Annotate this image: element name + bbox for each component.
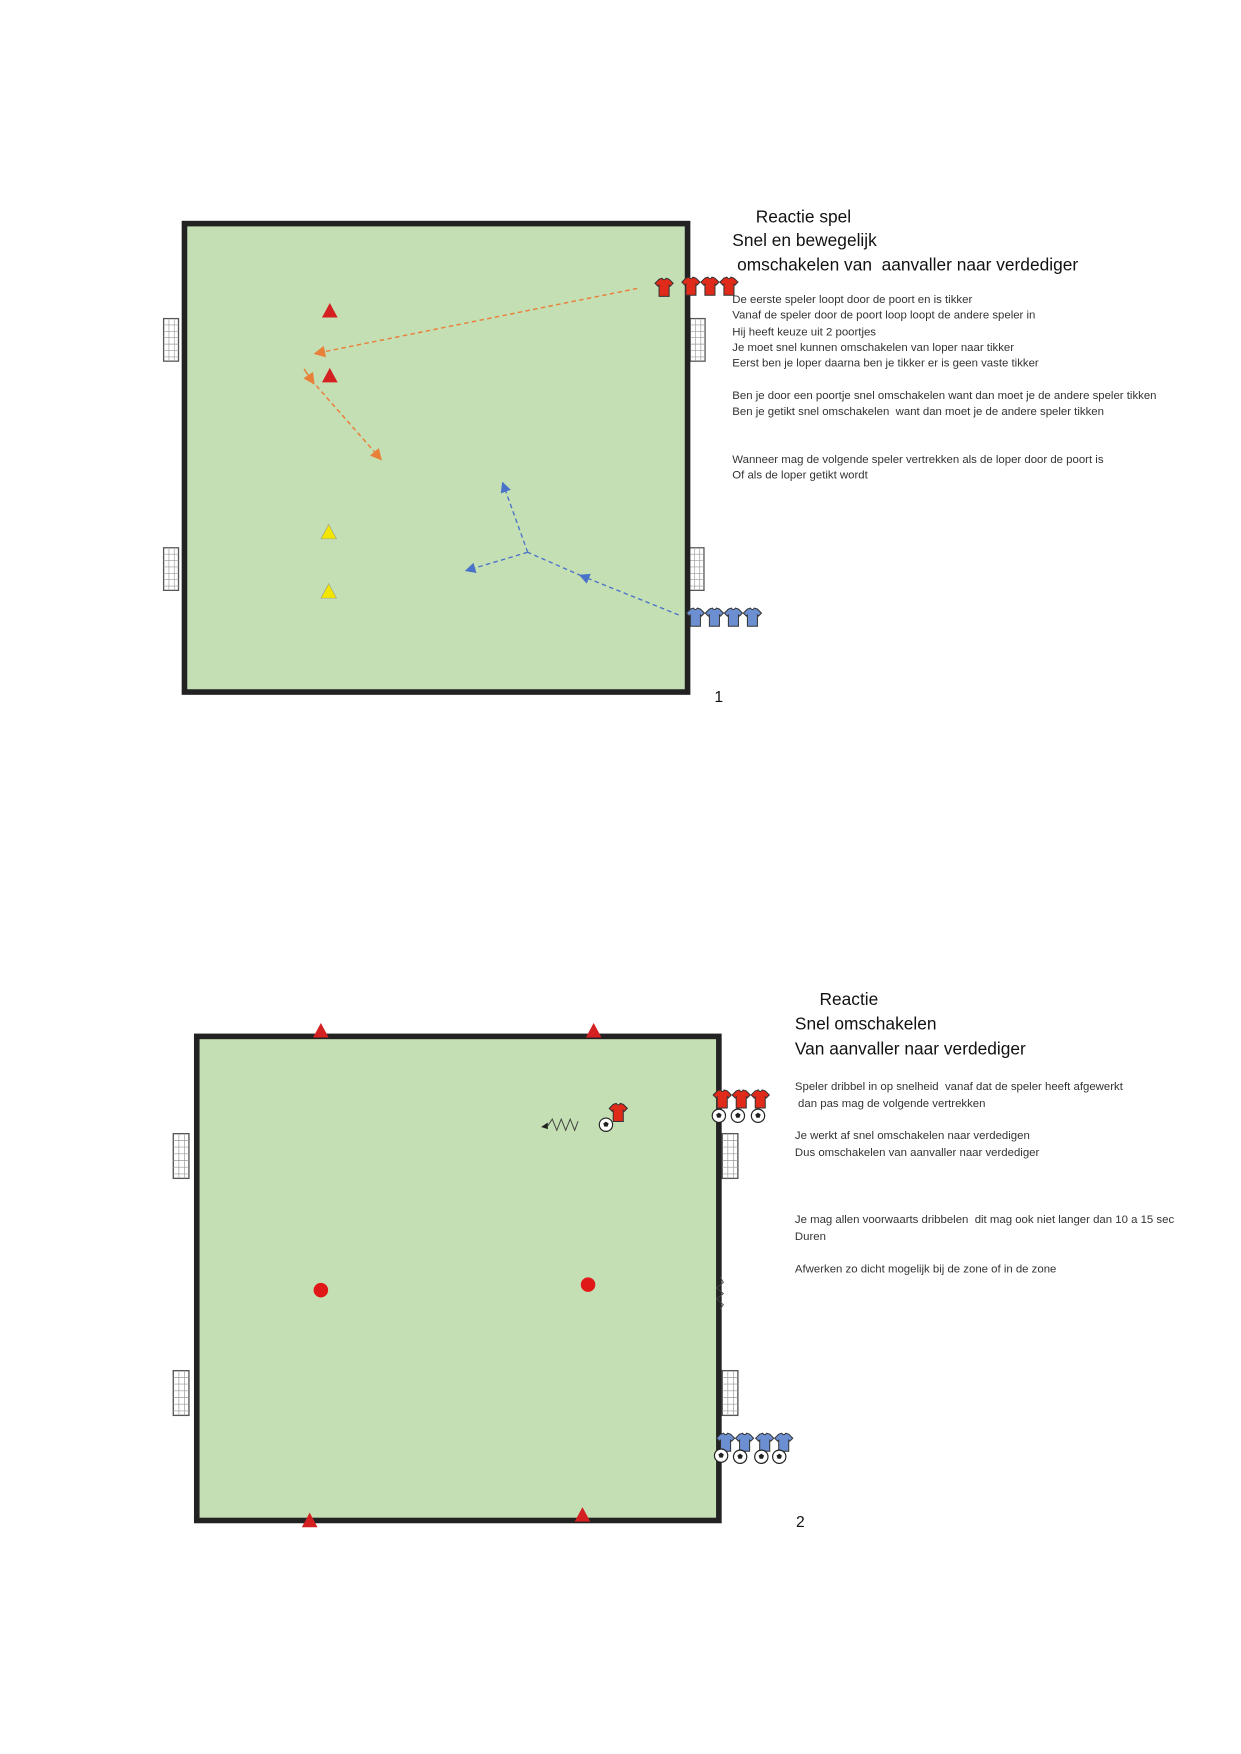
drill2-title: Reactie [819, 990, 879, 1010]
drill1-line: Je moet snel kunnen omschakelen van lope… [732, 342, 1015, 355]
pitch [193, 1033, 722, 1524]
ball [730, 1108, 746, 1124]
yellow-cone [320, 523, 337, 540]
red-cone [585, 1022, 602, 1038]
run-line [527, 551, 582, 577]
drill2-number: 2 [796, 1512, 805, 1531]
drill1-title: Reactie spel [755, 207, 852, 227]
drill2-line: Duren [794, 1230, 826, 1244]
field-2 [172, 1022, 794, 1528]
goal-left-bottom [172, 1369, 190, 1417]
blue-player-shirt [704, 607, 724, 627]
dribble-arrowhead [541, 1122, 548, 1130]
ball [772, 1449, 787, 1464]
blue-player-shirt [723, 607, 743, 627]
field-1 [162, 220, 762, 695]
drill1-line: Vanaf de speler door de poort loop loopt… [732, 309, 1036, 322]
red-player-shirt [700, 276, 720, 296]
drill2-line: Dus omschakelen van aanvaller naar verde… [794, 1147, 1040, 1160]
blue-player-shirt [774, 1432, 794, 1452]
goal-right-bottom [688, 547, 705, 592]
blue-player-shirt [735, 1432, 755, 1452]
drill1-line: Ben je getikt snel omschakelen want dan … [732, 405, 1104, 419]
run-arrow [500, 481, 529, 553]
drill2-line: Afwerken zo dicht mogelijk bij de zone o… [794, 1263, 1057, 1276]
red-player-shirt [731, 1089, 751, 1109]
drill2-subtitle: Snel omschakelen [794, 1015, 937, 1035]
red-cone [313, 1022, 329, 1038]
red-cone [574, 1507, 591, 1522]
drill1-line: De eerste speler loopt door de poort en … [732, 294, 973, 307]
drill1-line: Of als de loper getikt wordt [732, 469, 868, 482]
drill2-subtitle: Van aanvaller naar verdediger [794, 1039, 1026, 1059]
goal-right-top [689, 317, 706, 362]
drill2-line: Speler dribbel in op snelheid vanaf dat … [794, 1081, 1123, 1094]
yellow-cone [320, 583, 337, 599]
drill1-subtitle: Snel en bewegelijk [732, 231, 877, 251]
drill1-line: Ben je door een poortje snel omschakelen… [732, 390, 1157, 403]
run-arrow [464, 551, 528, 574]
drill2-line: dan pas mag de volgende vertrekken [794, 1097, 986, 1111]
run-arrow [303, 368, 315, 385]
goal-left-bottom [162, 547, 180, 592]
run-arrow [578, 573, 679, 616]
pitch [181, 220, 691, 695]
goal-left-top [172, 1132, 190, 1180]
drill1-number: 1 [714, 687, 724, 706]
red-cone [321, 367, 338, 383]
drill1-line: Wanneer mag de volgende speler vertrekke… [732, 453, 1104, 467]
red-disc-marker [580, 1277, 596, 1292]
goal-left-top [162, 317, 180, 362]
red-cone [301, 1512, 318, 1528]
red-player-shirt [750, 1089, 770, 1109]
run-arrow [315, 385, 383, 461]
blue-player-shirt [742, 607, 762, 627]
drill1-line: Eerst ben je loper daarna ben je tikker … [732, 357, 1039, 371]
red-cone [321, 302, 338, 318]
goal-right-top [721, 1132, 739, 1180]
ball [750, 1108, 766, 1124]
drill1-line: Hij heeft keuze uit 2 poortjes [732, 326, 877, 339]
red-disc-marker [313, 1282, 329, 1298]
ball [713, 1448, 729, 1463]
blue-player-shirt [755, 1432, 775, 1452]
dribble-line [715, 1276, 725, 1310]
ball [598, 1117, 614, 1132]
goal-right-bottom [721, 1369, 739, 1417]
dribble-line [547, 1117, 579, 1132]
drill1-subtitle: omschakelen van aanvaller naar verdedige… [732, 256, 1079, 276]
drill2-line: Je werkt af snel omschakelen naar verded… [794, 1130, 1030, 1143]
ball [711, 1108, 727, 1124]
ball [754, 1449, 769, 1464]
ball [732, 1449, 748, 1464]
drill2-line: Je mag allen voorwaarts dribbelen dit ma… [794, 1214, 1175, 1227]
